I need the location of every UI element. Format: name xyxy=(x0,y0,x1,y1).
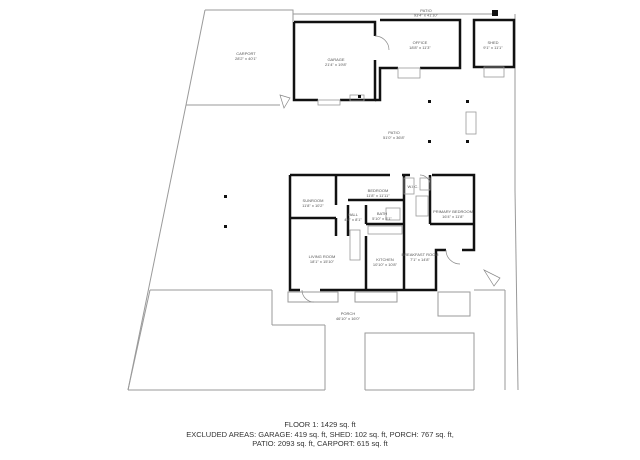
kitchen-counter xyxy=(367,225,403,235)
side-door xyxy=(483,269,501,287)
garage-door-swing xyxy=(374,35,390,51)
garage-dims: 21'4" x 19'8" xyxy=(325,62,348,67)
excluded-areas-line: EXCLUDED AREAS: GARAGE: 419 sq. ft, SHED… xyxy=(186,429,454,439)
carport-door xyxy=(279,94,291,109)
patio-left-diagonal xyxy=(127,104,187,391)
patio-top-label: PATIO xyxy=(420,8,431,13)
porch-step-box xyxy=(437,291,471,317)
wic-box xyxy=(415,195,429,217)
breakfast-door-swing xyxy=(445,249,461,265)
hall-dims: 4'6" x 8'1" xyxy=(344,217,362,222)
carport-boundary-left xyxy=(185,9,206,106)
patio-inner-diag xyxy=(127,289,151,391)
outline-lines xyxy=(127,9,519,391)
shed-step xyxy=(483,66,505,78)
house-wall-left xyxy=(288,175,300,292)
wic-label: W.I.C. xyxy=(408,184,419,189)
kitchen-label: KITCHEN xyxy=(376,257,394,262)
floor-area-line: FLOOR 1: 1429 sq. ft xyxy=(284,420,356,429)
shed-marker xyxy=(492,10,498,16)
porch-step-right xyxy=(354,291,398,303)
patio-posts xyxy=(224,10,498,228)
garage-counter xyxy=(317,99,341,106)
breakfast-room-label: BREAKFAST ROOM xyxy=(401,252,438,257)
patio-top-dims: 93'4" x 41'10" xyxy=(414,13,439,18)
garage-label: GARAGE xyxy=(327,57,344,62)
bath-label: BATH xyxy=(377,211,387,216)
garage-wall-top xyxy=(294,20,377,36)
front-door-swing xyxy=(301,289,315,303)
bedroom-dims: 11'8" x 11'11" xyxy=(366,193,390,198)
bath-dims: 5'10" x 5'1" xyxy=(372,216,392,221)
closet-door xyxy=(403,177,415,195)
office-step xyxy=(397,67,421,79)
primary-bedroom-dims: 16'4" x 11'8" xyxy=(442,214,464,219)
office-wall-left xyxy=(375,66,398,102)
carport-dims: 28'2" x 40'1" xyxy=(235,56,258,61)
shed-label: SHED xyxy=(487,40,498,45)
post-2 xyxy=(466,100,469,103)
house-wall-bottom xyxy=(320,248,446,292)
office-dims: 18'8" x 11'3" xyxy=(409,45,431,50)
post-4 xyxy=(466,140,469,143)
post-5 xyxy=(224,195,227,198)
post-1 xyxy=(428,100,431,103)
bath-tub xyxy=(385,207,401,221)
door-swings xyxy=(279,35,501,303)
bedroom-label: BEDROOM xyxy=(368,188,389,193)
hall-label: HALL xyxy=(348,212,359,217)
patio-dims: 51'0" x 36'8" xyxy=(383,135,406,140)
carport-label: CARPORT xyxy=(236,51,256,56)
porch-dims: 46'10" x 16'0" xyxy=(336,316,361,321)
garage-wall-left xyxy=(292,22,318,102)
porch-bottom-box xyxy=(364,332,475,390)
primary-bedroom-label: PRIMARY BEDROOM xyxy=(433,209,473,214)
patio-stairs xyxy=(465,111,477,135)
living-room-dims: 18'1" x 15'10" xyxy=(310,259,335,264)
shed-dims: 9'1" x 11'1" xyxy=(483,45,503,50)
kitchen-dims: 10'10" x 10'8" xyxy=(373,262,398,267)
room-labels: CARPORT 28'2" x 40'1" GARAGE 21'4" x 19'… xyxy=(235,8,503,321)
post-3 xyxy=(428,140,431,143)
post-6 xyxy=(224,225,227,228)
walls xyxy=(288,18,516,292)
patio-label: PATIO xyxy=(388,130,399,135)
house-wall-top-right xyxy=(432,173,476,252)
closet-swing xyxy=(419,174,431,186)
breakfast-room-dims: 7'1" x 14'8" xyxy=(410,257,430,262)
porch-step-left xyxy=(287,291,339,303)
carport-boundary-top xyxy=(205,9,294,22)
garage-cabinet xyxy=(349,94,365,102)
patio-right-lower xyxy=(514,189,519,391)
living-room-label: LIVING ROOM xyxy=(309,254,336,259)
sunroom-dims: 11'8" x 10'2" xyxy=(302,203,324,208)
interior-details xyxy=(317,66,505,261)
excluded-areas-line-2: PATIO: 2093 sq. ft, CARPORT: 615 sq. ft xyxy=(252,439,388,448)
floor-plan: CARPORT 28'2" x 40'1" GARAGE 21'4" x 19'… xyxy=(127,8,519,391)
sunroom-label: SUNROOM xyxy=(303,198,324,203)
office-wall-top xyxy=(380,18,462,70)
office-label: OFFICE xyxy=(413,40,428,45)
post-7 xyxy=(358,95,361,98)
porch-label: PORCH xyxy=(341,311,356,316)
area-summary: FLOOR 1: 1429 sq. ft EXCLUDED AREAS: GAR… xyxy=(0,420,640,449)
stairs xyxy=(349,229,361,261)
